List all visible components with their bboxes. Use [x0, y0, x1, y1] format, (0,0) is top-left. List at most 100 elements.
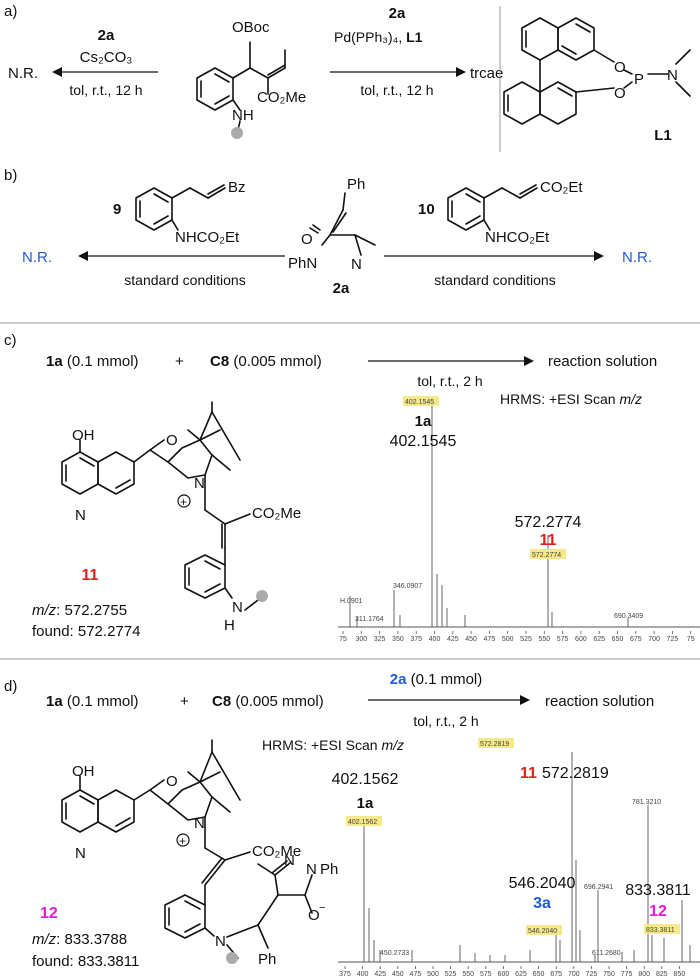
panel-b-right-arrowhead	[594, 251, 604, 261]
panel-a-left-result: N.R.	[8, 65, 38, 82]
panel-b-cmpd10-label: 10	[418, 201, 435, 218]
tick-label: 500	[502, 636, 514, 643]
panel-d-peak3-value: 546.2040	[509, 875, 576, 892]
tick-label: 450	[392, 971, 404, 977]
panel-c-small-1: H.0901	[340, 598, 363, 605]
panel-d-peak2-value: 572.2819	[542, 765, 609, 782]
panel-d-product: reaction solution	[545, 693, 654, 710]
panel-b-cmpd10-structure	[447, 184, 538, 231]
panel-a-boc-label: OBoc	[232, 19, 270, 36]
panel-d-peak1-name: 1a	[357, 795, 374, 812]
panel-d-reactant-1: 1a (0.1 mmol)	[46, 693, 139, 710]
panel-c-spectrum: 402.1545 572.2774 1a 402.1545 572.2774 1…	[338, 396, 700, 643]
panel-a-right-arrowhead	[456, 67, 466, 77]
tick-label: 625	[515, 971, 527, 977]
panel-c-arrowhead	[524, 356, 534, 366]
panel-d-hrms-label: HRMS: +ESI Scan m/z	[262, 737, 404, 753]
panel-c-found: found: 572.2774	[32, 623, 140, 640]
panel-b-nhco2et-left: NHCO₂Et	[175, 229, 240, 246]
tick-label: 575	[480, 971, 492, 977]
panel-d-quinoline-n: N	[75, 845, 86, 862]
tick-label: 650	[612, 636, 624, 643]
tick-label: 300	[355, 636, 367, 643]
panel-d-ester: CO₂Me	[252, 843, 301, 860]
panel-c-ester: CO₂Me	[252, 505, 301, 522]
panel-d-hl3-text: 546.2040	[528, 928, 557, 935]
panel-b-ph-label: Ph	[347, 176, 365, 193]
panel-c-cmpd11-structure	[61, 401, 268, 611]
panel-a-right-condition: tol, r.t., 12 h	[360, 82, 433, 98]
panel-b-pyrazolone-phn: PhN	[288, 255, 317, 272]
panel-d-highlight-4	[644, 924, 680, 934]
tick-label: 75	[687, 636, 695, 643]
tick-label: 325	[374, 636, 386, 643]
panel-d-peak4-value: 833.3811	[625, 882, 691, 899]
panel-d-label: d)	[4, 678, 17, 695]
panel-d-highlight-3	[526, 925, 562, 935]
panel-a-l1-p: P	[634, 71, 644, 88]
panel-b: b) 9 Bz NHCO₂Et standard conditions N.R.…	[4, 167, 652, 297]
panel-a-left-arrowhead	[52, 67, 62, 77]
tick-label: 775	[621, 971, 633, 977]
panel-c-quinuclidine-n: N	[194, 475, 205, 492]
panel-d-reactant-2: C8 (0.005 mmol)	[212, 693, 324, 710]
tick-label: 850	[674, 971, 686, 977]
panel-d-small-4: 781.3210	[632, 799, 661, 806]
panel-c-small-4: 690.3409	[614, 613, 643, 620]
tick-label: 500	[427, 971, 439, 977]
panel-d-peak3-name: 3a	[533, 895, 551, 912]
panel-c-peak1-name: 1a	[415, 413, 432, 430]
panel-a-left-base: Cs₂CO₃	[80, 49, 133, 66]
panel-d: d) 1a (0.1 mmol) + C8 (0.005 mmol) 2a (0…	[4, 671, 700, 977]
panel-c-hrms-label: HRMS: +ESI Scan m/z	[500, 391, 642, 407]
panel-d-amine-n: N	[215, 933, 226, 950]
tick-label: 525	[445, 971, 457, 977]
panel-d-small-2: 611.2680	[592, 950, 621, 957]
panel-d-ph-1: Ph	[320, 861, 338, 878]
panel-d-spectrum: 402.1562 572.2819 546.2040 833.3811 402.…	[332, 738, 700, 977]
tick-label: 675	[630, 636, 642, 643]
panel-d-condition: tol, r.t., 2 h	[413, 713, 478, 729]
panel-a-substrate-structure	[196, 41, 286, 139]
panel-c-hl2-text: 572.2774	[532, 552, 561, 559]
tick-label: 400	[429, 636, 441, 643]
panel-c-plus-charge: +	[180, 495, 187, 509]
panel-c-quinoline-n: N	[75, 507, 86, 524]
panel-c-amine-h: H	[224, 617, 235, 634]
tick-label: 675	[550, 971, 562, 977]
panel-b-co2et-label: CO₂Et	[540, 179, 583, 196]
panel-c-small-2: 311.1764	[355, 616, 384, 623]
panel-d-small-3: 696.2941	[584, 884, 613, 891]
panel-d-arrowhead	[520, 695, 530, 705]
panel-b-label: b)	[4, 167, 17, 184]
tick-label: 650	[533, 971, 545, 977]
panel-d-quinuclidine-n: N	[194, 815, 205, 832]
panel-b-cmpd9-label: 9	[113, 201, 121, 218]
panel-d-hl2-text: 572.2819	[480, 741, 509, 748]
panel-d-cmpd-label: 12	[40, 905, 58, 922]
panel-d-peak4-name: 12	[649, 903, 667, 920]
tick-label: 600	[498, 971, 510, 977]
tick-label: 625	[593, 636, 605, 643]
panel-a-ester-label: CO₂Me	[257, 89, 306, 106]
panel-c-peak1-value: 402.1545	[390, 433, 457, 450]
panel-a-right-catalyst: Pd(PPh₃)₄, L1	[334, 29, 423, 45]
panel-a-label: a)	[4, 3, 17, 20]
panel-c-peak2-name: 11	[540, 532, 557, 549]
panel-d-oh: OH	[72, 763, 95, 780]
panel-d-minus-charge: −	[319, 902, 325, 914]
panel-d-cmpd12-structure	[61, 739, 313, 964]
tick-label: 475	[484, 636, 496, 643]
panel-b-left-result: N.R.	[22, 249, 52, 266]
panel-c-amine-n: N	[232, 599, 243, 616]
panel-a-l1-o1: O	[614, 59, 626, 76]
panel-b-left-condition: standard conditions	[124, 272, 245, 288]
panel-c-reactant-2: C8 (0.005 mmol)	[210, 353, 322, 370]
panel-a-nh-label: NH	[232, 107, 254, 124]
panel-d-highlight-1	[346, 816, 382, 826]
panel-a: a) 2a Cs₂CO₃ tol, r.t., 12 h N.R. OBoc C…	[4, 3, 691, 152]
tick-label: 750	[603, 971, 615, 977]
panel-b-cmpd9-structure	[135, 184, 226, 231]
tick-label: 700	[648, 636, 660, 643]
